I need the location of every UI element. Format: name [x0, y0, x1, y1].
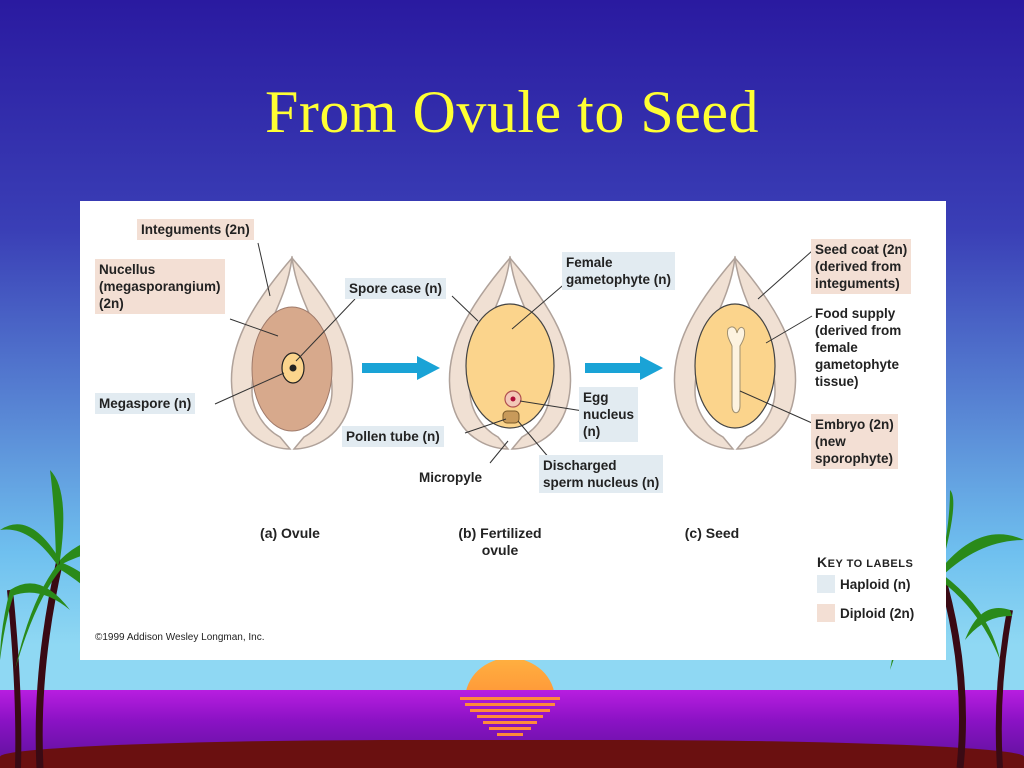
key-title: KEY TO LABELS: [817, 554, 913, 570]
seed-drawing: [673, 255, 797, 450]
caption-ovule: (a) Ovule: [260, 525, 320, 541]
label-spore-case: Spore case (n): [345, 278, 447, 299]
key-label-diploid: Diploid (2n): [840, 606, 915, 621]
copyright-notice: ©1999 Addison Wesley Longman, Inc.: [95, 632, 265, 643]
label-embryo: Embryo (2n) (new sporophyte): [811, 414, 898, 469]
key-label-haploid: Haploid (n): [840, 577, 911, 592]
arrow-2: [585, 356, 663, 380]
key-title-rest: EY TO LABELS: [827, 558, 914, 570]
label-nucellus: Nucellus (megasporangium) (2n): [95, 259, 225, 314]
label-micropyle: Micropyle: [419, 470, 483, 485]
ovule-drawing: [230, 255, 354, 450]
label-discharged-sperm: Discharged sperm nucleus (n): [539, 455, 664, 493]
label-integuments: Integuments (2n): [137, 219, 254, 240]
arrow-1: [362, 356, 440, 380]
fertilized-ovule-drawing: [448, 255, 572, 450]
key-swatch-diploid: [817, 604, 835, 622]
slide-title: From Ovule to Seed: [265, 79, 759, 145]
label-egg-nucleus: Egg nucleus (n): [579, 387, 639, 442]
label-pollen-tube: Pollen tube (n): [342, 426, 444, 447]
ovule-to-seed-figure: Integuments (2n) Nucellus (megasporangiu…: [80, 201, 946, 660]
caption-seed: (c) Seed: [684, 525, 740, 541]
figure-illustration: [214, 242, 813, 464]
key-swatch-haploid: [817, 575, 835, 593]
caption-fertilized-ovule: (b) Fertilized ovule: [458, 525, 542, 558]
right-palm-tree: [880, 490, 1024, 768]
label-seed-coat: Seed coat (2n) (derived from integuments…: [811, 239, 912, 294]
key-title-initial: K: [817, 554, 828, 570]
sun-reflection: [460, 697, 560, 736]
label-female-gametophyte: Female gametophyte (n): [562, 252, 676, 290]
label-megaspore: Megaspore (n): [95, 393, 196, 414]
ground: [0, 740, 1024, 768]
leader-lines: [214, 242, 813, 464]
label-food-supply: Food supply (derived from female gametop…: [815, 306, 902, 389]
